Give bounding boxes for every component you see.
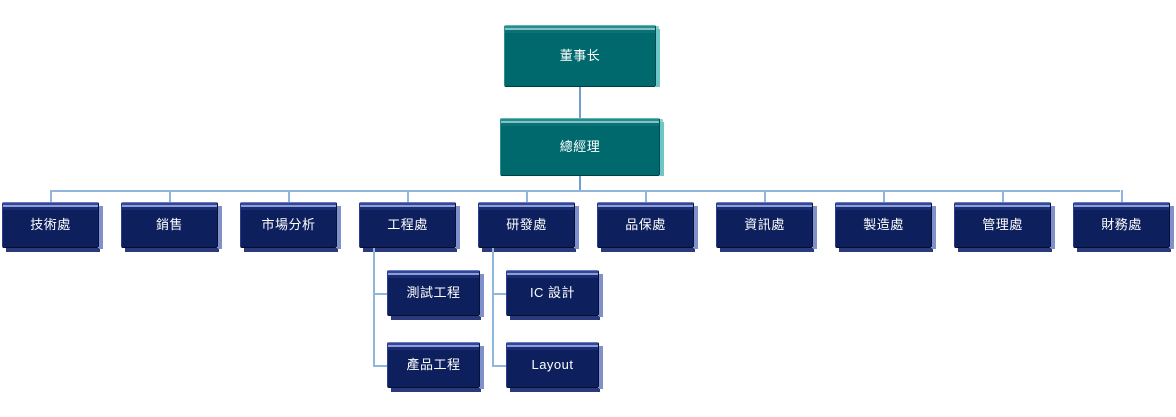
node-dept-engineering[interactable]: 工程處 bbox=[359, 202, 460, 252]
node-dept-quality-label: 品保處 bbox=[625, 216, 666, 232]
node-dept-manufacturing[interactable]: 製造處 bbox=[835, 202, 936, 252]
connector-rnd-to-layout bbox=[492, 365, 506, 367]
node-sub-layout[interactable]: Layout bbox=[506, 342, 603, 392]
node-chairman-label: 董事长 bbox=[559, 47, 601, 63]
node-dept-technology[interactable]: 技術處 bbox=[2, 202, 103, 252]
node-dept-quality[interactable]: 品保處 bbox=[597, 202, 698, 252]
connector-bus-to-dept-engineering bbox=[407, 190, 409, 202]
connector-engineering-to-test bbox=[373, 293, 387, 295]
connector-rnd-spine bbox=[492, 248, 494, 367]
node-sub-test-engineering[interactable]: 測試工程 bbox=[387, 270, 484, 320]
node-sub-product-engineering[interactable]: 產品工程 bbox=[387, 342, 484, 392]
connector-bus-to-dept-manufacturing bbox=[883, 190, 885, 202]
department-bus-line bbox=[50, 190, 1120, 192]
node-dept-finance-label: 財務處 bbox=[1101, 216, 1142, 232]
connector-gm-to-bus bbox=[579, 176, 581, 191]
node-sub-ic-design[interactable]: IC 設計 bbox=[506, 270, 603, 320]
connector-bus-to-dept-quality bbox=[645, 190, 647, 202]
node-chairman[interactable]: 董事长 bbox=[504, 25, 660, 87]
connector-bus-to-dept-market-analysis bbox=[288, 190, 290, 202]
connector-bus-to-dept-technology bbox=[50, 190, 52, 202]
node-dept-finance[interactable]: 財務處 bbox=[1073, 202, 1174, 252]
node-dept-administration[interactable]: 管理處 bbox=[954, 202, 1055, 252]
node-dept-market-analysis-label: 市場分析 bbox=[261, 216, 316, 232]
connector-bus-to-dept-finance bbox=[1121, 190, 1123, 202]
node-sub-ic-design-label: IC 設計 bbox=[529, 284, 576, 300]
node-sub-layout-label: Layout bbox=[531, 356, 574, 372]
node-dept-sales-label: 銷售 bbox=[155, 216, 183, 232]
node-sub-test-engineering-label: 測試工程 bbox=[406, 284, 461, 300]
connector-engineering-to-product bbox=[373, 365, 387, 367]
node-sub-product-engineering-label: 產品工程 bbox=[406, 356, 461, 372]
node-dept-rnd-label: 研發處 bbox=[506, 216, 547, 232]
connector-bus-to-dept-it bbox=[764, 190, 766, 202]
connector-chairman-to-gm bbox=[579, 87, 581, 118]
node-dept-it[interactable]: 資訊處 bbox=[716, 202, 817, 252]
node-dept-technology-label: 技術處 bbox=[30, 216, 71, 232]
connector-rnd-to-ic-design bbox=[492, 293, 506, 295]
node-general-manager[interactable]: 總經理 bbox=[500, 118, 664, 176]
node-dept-sales[interactable]: 銷售 bbox=[121, 202, 222, 252]
connector-bus-to-dept-administration bbox=[1002, 190, 1004, 202]
node-dept-it-label: 資訊處 bbox=[744, 216, 785, 232]
connector-bus-to-dept-rnd bbox=[526, 190, 528, 202]
node-dept-rnd[interactable]: 研發處 bbox=[478, 202, 579, 252]
connector-bus-to-dept-sales bbox=[169, 190, 171, 202]
node-dept-administration-label: 管理處 bbox=[982, 216, 1023, 232]
node-dept-market-analysis[interactable]: 市場分析 bbox=[240, 202, 341, 252]
connector-engineering-spine bbox=[373, 248, 375, 367]
node-dept-manufacturing-label: 製造處 bbox=[863, 216, 904, 232]
node-dept-engineering-label: 工程處 bbox=[387, 216, 428, 232]
node-general-manager-label: 總經理 bbox=[559, 138, 601, 154]
